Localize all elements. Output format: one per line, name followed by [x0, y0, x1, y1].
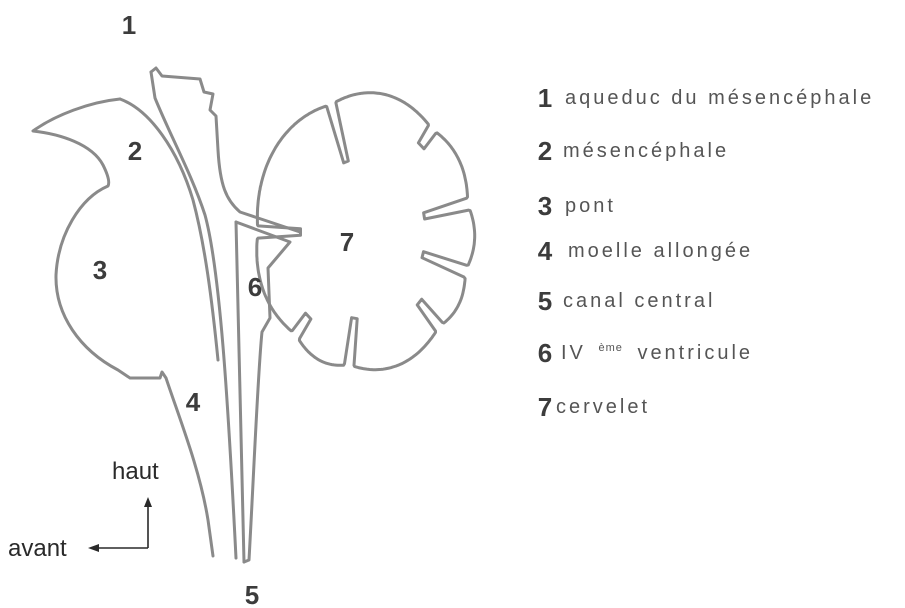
legend-text-prefix: IV [561, 342, 586, 364]
legend-text: canal central [563, 290, 715, 312]
orientation-indicator: haut avant [8, 458, 159, 562]
legend-text: pont [565, 195, 616, 217]
legend-number: 2 [538, 136, 552, 166]
ventricle-floor-line [236, 222, 244, 562]
legend-item: 7 cervelet [538, 392, 650, 422]
legend-number: 7 [538, 392, 552, 422]
orientation-forward-label: avant [8, 535, 67, 562]
legend-item: 6 IV ème ventricule [538, 334, 753, 368]
legend-text-superscript: ème [598, 342, 622, 354]
legend-number: 6 [538, 338, 552, 368]
forward-arrow-icon [88, 544, 99, 552]
legend-number: 5 [538, 286, 552, 316]
legend-text: IV ème ventricule [561, 334, 753, 364]
label-fourth-ventricle: 6 [248, 272, 262, 302]
legend-number: 4 [538, 236, 553, 266]
legend-number: 1 [538, 83, 552, 113]
label-aqueduct: 1 [122, 10, 136, 40]
label-medulla: 4 [186, 387, 201, 417]
legend-text: moelle allongée [568, 240, 753, 262]
label-mesencephalon: 2 [128, 136, 142, 166]
legend-text: mésencéphale [563, 140, 729, 162]
label-pons: 3 [93, 255, 107, 285]
label-cerebellum: 7 [340, 227, 354, 257]
label-central-canal: 5 [245, 580, 259, 608]
legend-number: 3 [538, 191, 552, 221]
legend-text-main: ventricule [637, 342, 753, 364]
legend-text: aqueduc du mésencéphale [565, 87, 874, 109]
up-arrow-icon [144, 497, 152, 507]
legend-item: 5 canal central [538, 286, 716, 316]
legend-text: cervelet [556, 396, 650, 418]
cerebellum-outline [257, 93, 475, 370]
legend-item: 2 mésencéphale [538, 136, 729, 166]
legend-item: 3 pont [538, 191, 616, 221]
aqueduct-ventral-line [151, 72, 236, 558]
orientation-up-label: haut [112, 458, 159, 485]
legend: 1 aqueduc du mésencéphale 2 mésencéphale… [538, 83, 874, 422]
legend-item: 4 moelle allongée [538, 236, 753, 266]
legend-item: 1 aqueduc du mésencéphale [538, 83, 874, 113]
